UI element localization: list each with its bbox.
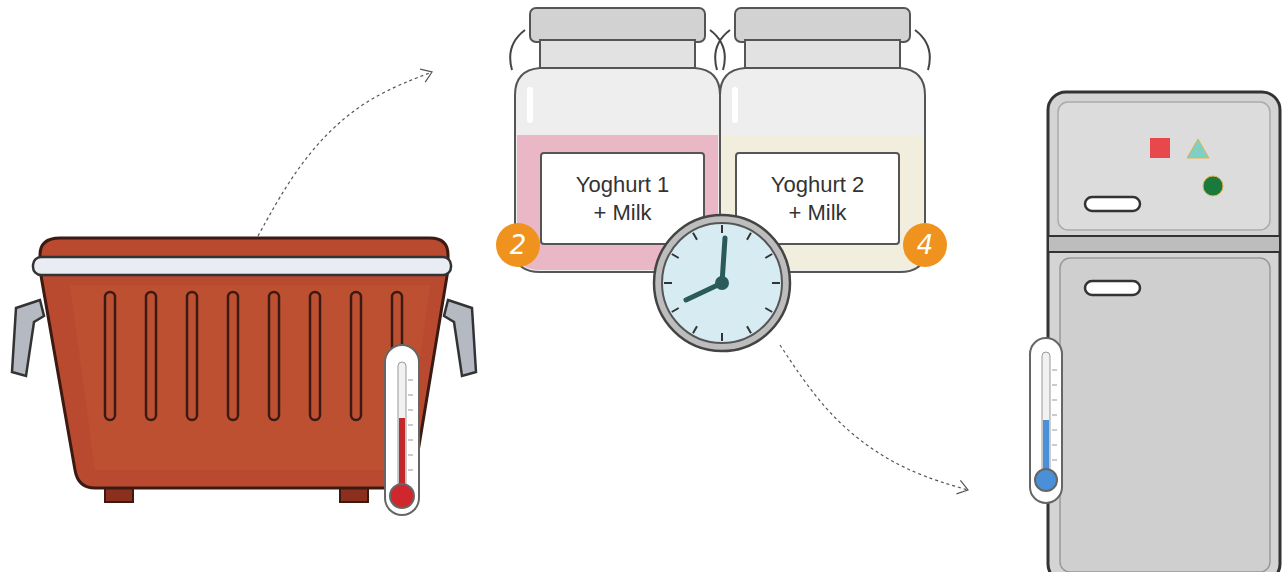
fridge-magnet	[1187, 139, 1209, 158]
clock-face	[662, 223, 782, 343]
cooler-handle	[444, 300, 476, 376]
cooler-shade	[70, 285, 430, 470]
flow-arrow	[258, 72, 432, 236]
thermometer-column	[399, 418, 405, 493]
jar-label-text: Yoghurt 1 + Milk	[571, 171, 675, 227]
jar-glass	[720, 68, 925, 272]
cooler-handle	[12, 300, 44, 376]
jar	[715, 8, 930, 272]
callout-number: 4	[903, 223, 947, 267]
jar-shine	[732, 90, 738, 120]
incubator	[12, 238, 476, 515]
clock-hour-hand	[722, 238, 725, 283]
cooler-slot	[269, 292, 279, 420]
jar-neck	[540, 40, 695, 68]
jar-label: Yoghurt 2 + Milk	[735, 152, 900, 245]
cooler-slot	[105, 292, 115, 420]
callout-number: 2	[496, 223, 540, 267]
fridge-bottom-door	[1060, 258, 1270, 572]
fridge	[1030, 92, 1280, 572]
cooler-slot	[187, 292, 197, 420]
thermometer-bulb	[1035, 469, 1057, 491]
fridge-body	[1048, 92, 1280, 572]
clock	[654, 215, 790, 351]
fridge-handle	[1085, 197, 1140, 211]
cooler-slot	[228, 292, 238, 420]
warm-thermometer	[385, 345, 419, 515]
jar-clamp	[715, 30, 930, 70]
cooler-slot	[146, 292, 156, 420]
clock-ticks	[664, 225, 780, 341]
thermometer-ticks	[408, 380, 413, 470]
jar-lid	[735, 8, 910, 42]
jar-label-text: Yoghurt 2 + Milk	[766, 171, 870, 227]
jar-glass	[515, 68, 720, 272]
cooler-slot	[310, 292, 320, 420]
jar-shine	[527, 90, 533, 120]
thermometer-case	[385, 345, 419, 515]
jar-neck	[745, 40, 900, 68]
jar-contents	[722, 135, 923, 270]
fridge-top-door	[1058, 102, 1270, 230]
cooler-lid	[33, 257, 451, 275]
jar-lid	[530, 8, 705, 42]
jar-label: Yoghurt 1 + Milk	[540, 152, 705, 245]
thermometer-bulb	[390, 484, 414, 508]
clock-minute-hand	[686, 283, 722, 300]
fridge-magnet	[1203, 176, 1223, 196]
cooler-slots	[105, 292, 402, 420]
fridge-handle	[1085, 281, 1140, 295]
thermometer-ticks	[1052, 370, 1057, 460]
fridge-magnet	[1150, 138, 1170, 158]
fridge-divider	[1048, 236, 1280, 252]
clock-center	[715, 276, 729, 290]
cold-thermometer	[1030, 338, 1062, 503]
clock-rim	[654, 215, 790, 351]
flow-arrow	[780, 345, 968, 490]
thermometer-case	[1030, 338, 1062, 503]
jar	[510, 8, 725, 272]
jar-clamp	[510, 30, 725, 70]
cooler-slot	[351, 292, 361, 420]
jar-contents	[517, 135, 718, 270]
flow-arrows	[258, 72, 968, 490]
